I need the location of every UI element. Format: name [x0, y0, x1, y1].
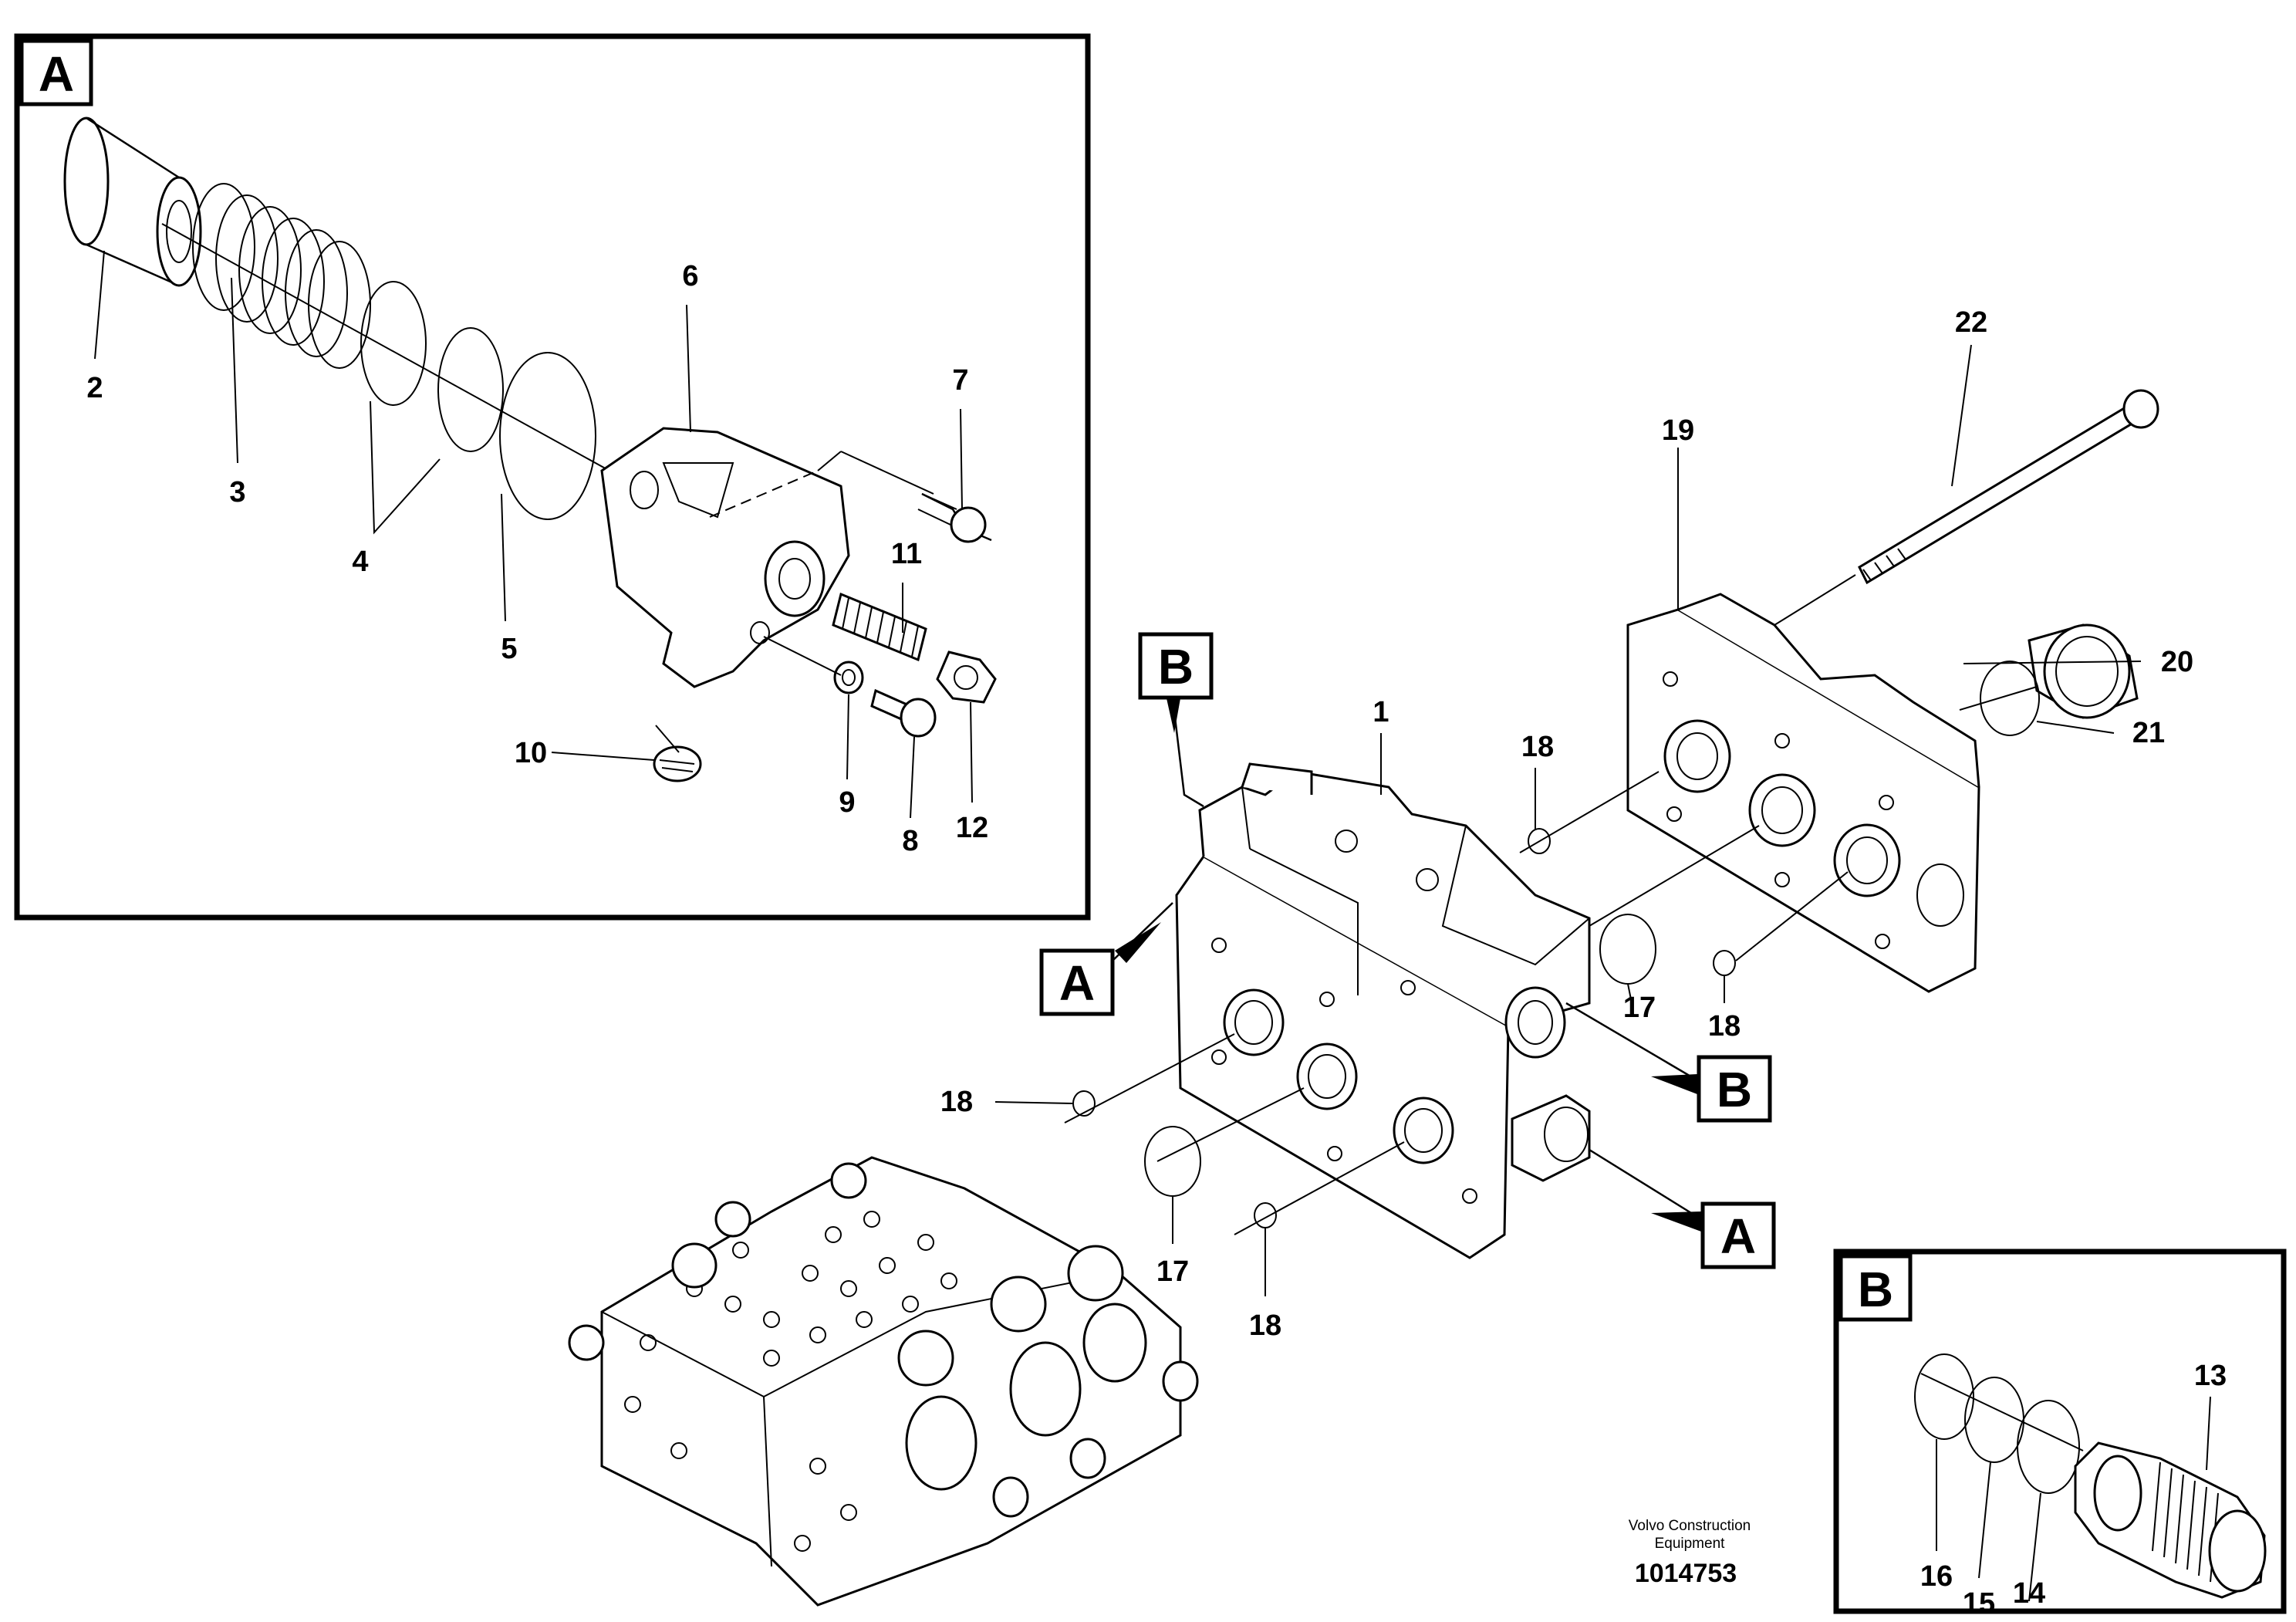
inset-b: B 16 15 14 13	[1833, 1249, 2287, 1620]
o-ring-18-bottom	[1254, 1202, 1277, 1228]
company-name-line2: Equipment	[1655, 1536, 1726, 1552]
label-part-11: 11	[891, 538, 922, 570]
label-part-5: 5	[501, 633, 517, 665]
o-ring-18-top	[1528, 828, 1551, 854]
o-ring-17-left	[1144, 1126, 1201, 1197]
label-part-16: 16	[1920, 1560, 1953, 1593]
o-rings-4	[360, 281, 504, 452]
leader-8	[910, 736, 915, 819]
callout-b-right: B	[1565, 1002, 1772, 1123]
o-ring-17-right	[1599, 914, 1656, 985]
label-part-9: 9	[839, 786, 855, 819]
callout-a-left: A	[1039, 902, 1173, 1016]
cover-housing	[600, 427, 850, 688]
o-ring-21	[1980, 661, 2040, 736]
leader-6	[686, 304, 691, 433]
o-ring-5	[499, 352, 596, 520]
label-part-4: 4	[352, 546, 368, 578]
o-ring-14	[2017, 1400, 2080, 1494]
plug-20	[2028, 623, 2139, 719]
label-part-21: 21	[2132, 717, 2165, 749]
leader-10	[551, 752, 655, 761]
leader-7	[960, 408, 963, 510]
leader-5	[501, 493, 506, 622]
leader-9	[846, 694, 849, 780]
relief-valve-cartridge-13	[2074, 1441, 2267, 1599]
label-part-17-right: 17	[1623, 992, 1656, 1024]
sleeve-part	[63, 117, 202, 287]
leader-4	[370, 400, 441, 535]
label-part-10: 10	[515, 737, 547, 769]
inset-a-frame	[14, 33, 1091, 921]
label-part-18-right: 18	[1708, 1010, 1741, 1042]
plug-10	[653, 725, 702, 782]
svg-text:B: B	[1158, 639, 1194, 694]
label-part-14: 14	[2013, 1577, 2045, 1610]
label-part-18-bottom: 18	[1249, 1309, 1281, 1342]
label-part-8: 8	[902, 825, 918, 857]
label-part-15: 15	[1963, 1587, 1995, 1620]
inset-a-tag	[19, 39, 93, 106]
label-part-13: 13	[2194, 1360, 2227, 1392]
label-part-3: 3	[229, 476, 245, 509]
inset-a: A	[14, 33, 1091, 921]
inset-a-letter: A	[39, 46, 74, 102]
inset-b-letter: B	[1858, 1262, 1893, 1317]
footer-block: Volvo Construction Equipment 1014753	[1629, 1518, 1751, 1588]
svg-text:A: A	[1059, 955, 1095, 1011]
label-part-22: 22	[1955, 306, 1987, 339]
o-ring-18-right	[1713, 950, 1736, 976]
label-part-6: 6	[682, 260, 698, 292]
control-valve-overview	[568, 1156, 1199, 1607]
spring-part	[192, 183, 371, 369]
label-part-18-top: 18	[1521, 731, 1554, 763]
o-ring-18-left	[1072, 1090, 1096, 1117]
main-assembly: 1 18 17 18 18 17 18 19 20 21 22 B A B	[568, 306, 2193, 1607]
o-ring-16	[1914, 1353, 1974, 1440]
label-part-20: 20	[2161, 646, 2193, 678]
threaded-stud-11	[832, 592, 927, 662]
leader-2	[94, 250, 105, 360]
company-name-line1: Volvo Construction	[1629, 1518, 1751, 1534]
leader-12	[970, 701, 973, 803]
nut-12	[936, 650, 997, 704]
label-part-7: 7	[952, 364, 968, 397]
svg-text:A: A	[1720, 1208, 1756, 1264]
assembly-axis	[161, 223, 610, 471]
valve-section-1	[1175, 762, 1591, 1259]
label-part-1: 1	[1373, 696, 1389, 728]
callout-b-top: B	[1138, 632, 1214, 808]
leader-3	[231, 277, 238, 464]
label-part-17-left: 17	[1156, 1255, 1189, 1288]
tie-bolt-22	[1774, 389, 2159, 626]
end-cover-19	[1626, 593, 1980, 993]
drawing-number: 1014753	[1635, 1559, 1737, 1588]
washer-9	[763, 636, 864, 694]
screw-7	[817, 451, 992, 543]
label-part-12: 12	[956, 812, 988, 844]
svg-text:B: B	[1717, 1062, 1752, 1117]
bolt-8	[870, 688, 937, 738]
label-part-2: 2	[86, 372, 103, 404]
callout-a-right: A	[1589, 1148, 1776, 1269]
label-part-19: 19	[1662, 414, 1694, 447]
inset-b-frame	[1833, 1249, 2287, 1614]
label-part-18-left: 18	[940, 1086, 973, 1118]
inset-b-tag	[1838, 1254, 1913, 1322]
o-ring-15	[1964, 1377, 2024, 1463]
